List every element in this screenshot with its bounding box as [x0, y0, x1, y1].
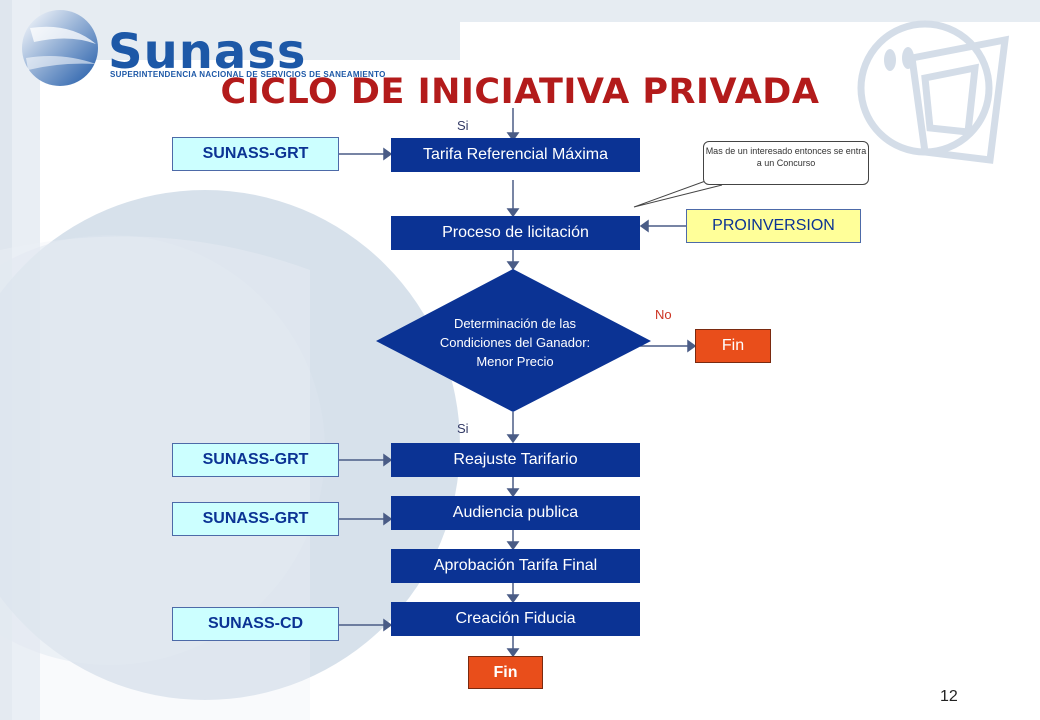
fin-no-box: Fin — [695, 329, 771, 363]
decision-diamond — [376, 269, 651, 412]
logo-wordmark: Sunass — [108, 24, 307, 80]
no-label: No — [655, 307, 672, 322]
actor-sunass-cd: SUNASS-CD — [172, 607, 339, 641]
step-audiencia-publica: Audiencia publica — [391, 496, 640, 530]
logo-globe-icon — [22, 10, 98, 86]
fin-end-box: Fin — [468, 656, 543, 689]
actor-sunass-grt-audiencia: SUNASS-GRT — [172, 502, 339, 536]
logo-tagline: SUPERINTENDENCIA NACIONAL DE SERVICIOS D… — [110, 70, 386, 79]
step-aprobacion-tarifa: Aprobación Tarifa Final — [391, 549, 640, 583]
step-proceso-licitacion: Proceso de licitación — [391, 216, 640, 250]
step-creacion-fiducia: Creación Fiducia — [391, 602, 640, 636]
actor-sunass-grt-reajuste: SUNASS-GRT — [172, 443, 339, 477]
actor-sunass-grt-tarifa: SUNASS-GRT — [172, 137, 339, 171]
si-label-top: Si — [457, 118, 469, 133]
page-title: CICLO DE INICIATIVA PRIVADA — [220, 72, 820, 112]
callout-concurso: Mas de un interesado entonces se entra a… — [703, 141, 869, 185]
si-label-bottom: Si — [457, 421, 469, 436]
decision-text: Determinación de las Condiciones del Gan… — [439, 316, 591, 369]
page-number: 12 — [940, 688, 958, 705]
step-tarifa-referencial: Tarifa Referencial Máxima — [391, 138, 640, 172]
actor-proinversion: PROINVERSION — [686, 209, 861, 243]
mascot-watermark-icon — [857, 20, 1010, 164]
step-reajuste-tarifario: Reajuste Tarifario — [391, 443, 640, 477]
